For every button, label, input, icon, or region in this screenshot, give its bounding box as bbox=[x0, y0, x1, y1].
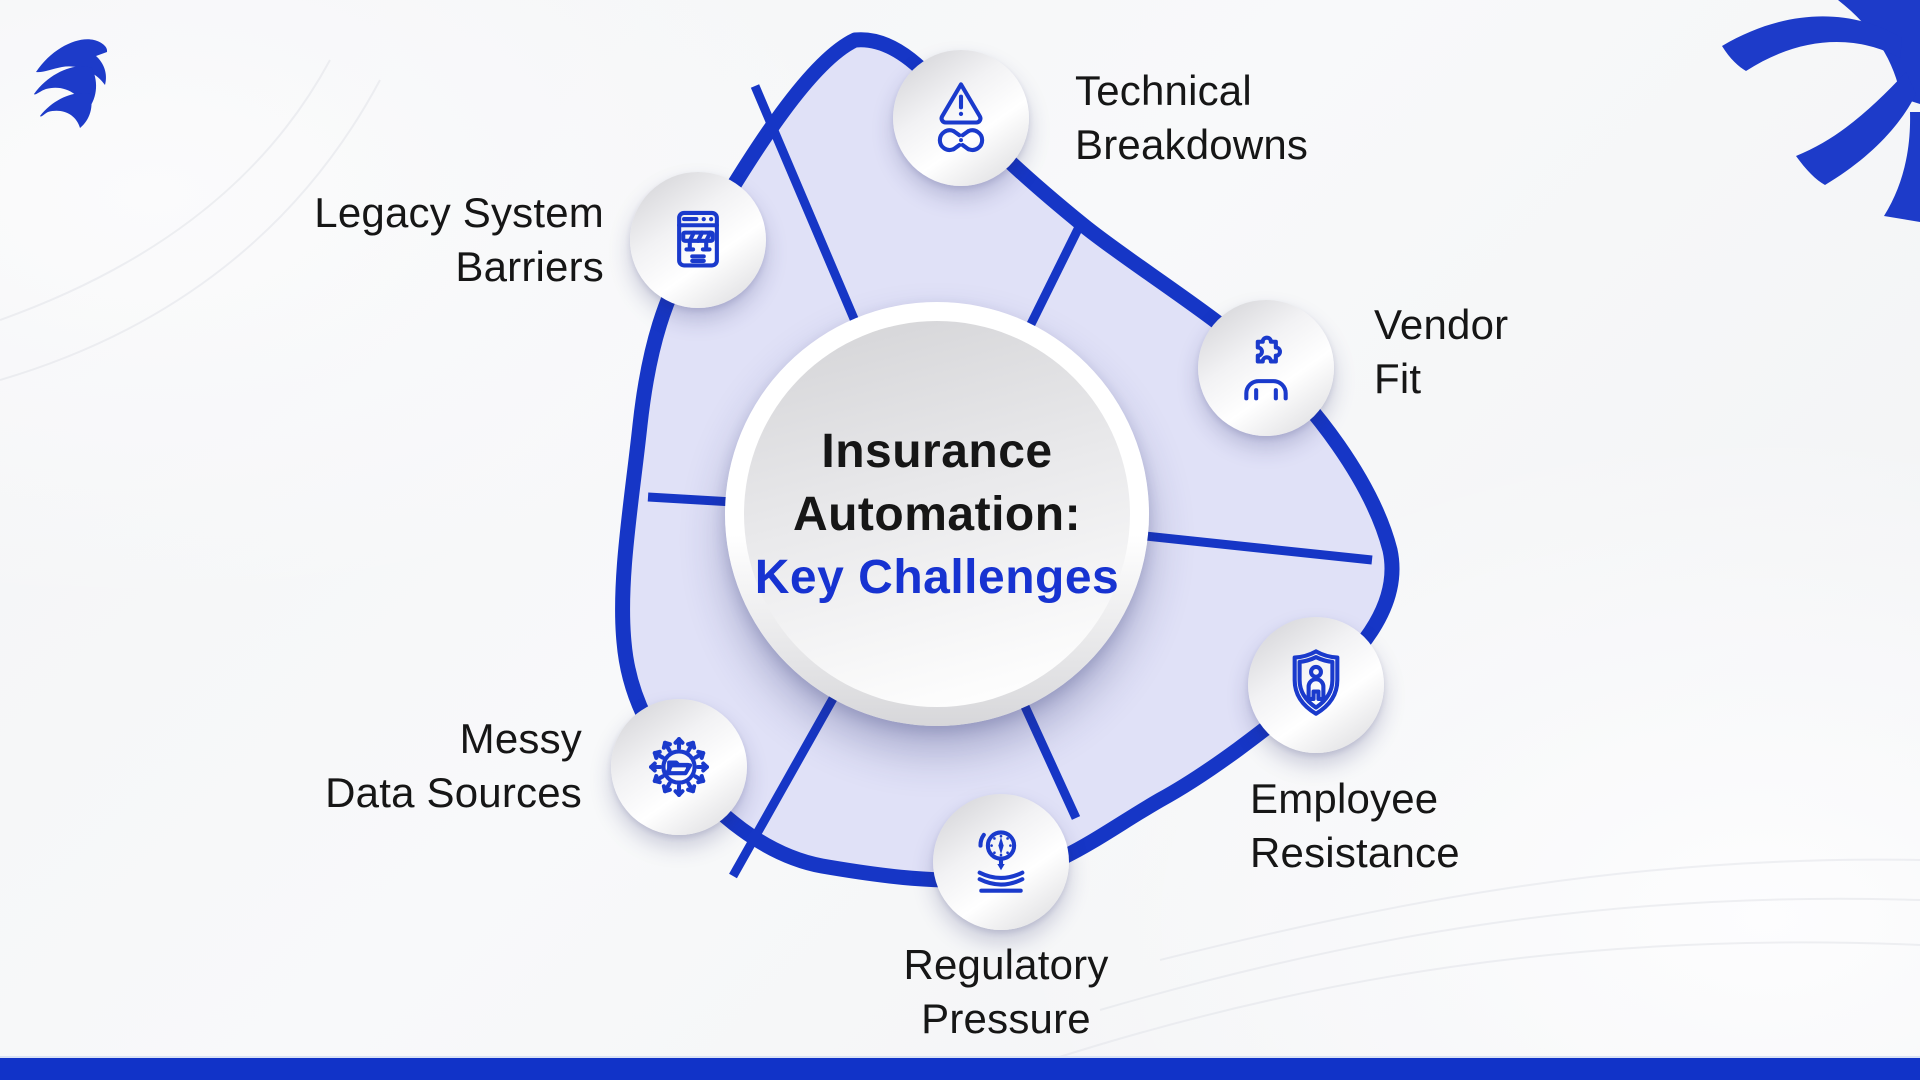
center-title-line2: Automation: bbox=[792, 487, 1082, 541]
node-messy-data-sources bbox=[611, 699, 747, 835]
label-line: Barriers bbox=[455, 243, 604, 290]
node-vendor-fit bbox=[1198, 300, 1334, 436]
pressure-gauge-icon bbox=[977, 830, 1025, 893]
center-subtitle: Key Challenges bbox=[754, 550, 1120, 604]
label-employee-resistance: Employee Resistance bbox=[1250, 772, 1460, 880]
center-title-line1: Insurance bbox=[821, 424, 1053, 478]
label-line: Regulatory bbox=[903, 941, 1109, 988]
node-legacy-system-barriers bbox=[630, 172, 766, 308]
folder-distribution-icon bbox=[638, 737, 720, 808]
label-line: Vendor bbox=[1374, 301, 1509, 348]
label-line: Data Sources bbox=[325, 769, 582, 816]
warning-wrench-icon bbox=[937, 82, 985, 152]
label-vendor-fit: Vendor Fit bbox=[1374, 298, 1508, 406]
label-line: Pressure bbox=[921, 995, 1091, 1042]
label-line: Messy bbox=[459, 715, 582, 762]
eagle-logo bbox=[34, 39, 108, 128]
label-messy-data-sources: Messy Data Sources bbox=[325, 712, 582, 820]
person-puzzle-icon bbox=[1244, 335, 1288, 401]
label-line: Employee bbox=[1250, 775, 1439, 822]
browser-barrier-icon bbox=[677, 210, 719, 268]
label-technical-breakdowns: Technical Breakdowns bbox=[1075, 64, 1308, 172]
pinwheel-decoration bbox=[1722, 0, 1920, 222]
wave-texture bbox=[0, 59, 1920, 1061]
label-line: Breakdowns bbox=[1075, 121, 1309, 168]
label-regulatory-pressure: Regulatory Pressure bbox=[806, 938, 1206, 1046]
node-employee-resistance bbox=[1248, 617, 1384, 753]
label-line: Legacy System bbox=[314, 189, 604, 236]
label-line: Fit bbox=[1374, 355, 1422, 402]
label-legacy-system-barriers: Legacy System Barriers bbox=[314, 186, 604, 294]
label-line: Technical bbox=[1075, 67, 1252, 114]
shield-person-icon bbox=[1292, 649, 1340, 716]
center-circle-face: Insurance Automation: Key Challenges bbox=[744, 321, 1130, 707]
center-circle: Insurance Automation: Key Challenges bbox=[725, 302, 1149, 726]
node-regulatory-pressure bbox=[933, 794, 1069, 930]
node-technical-breakdowns bbox=[893, 50, 1029, 186]
label-line: Resistance bbox=[1250, 829, 1460, 876]
footer-bar bbox=[0, 1056, 1920, 1080]
